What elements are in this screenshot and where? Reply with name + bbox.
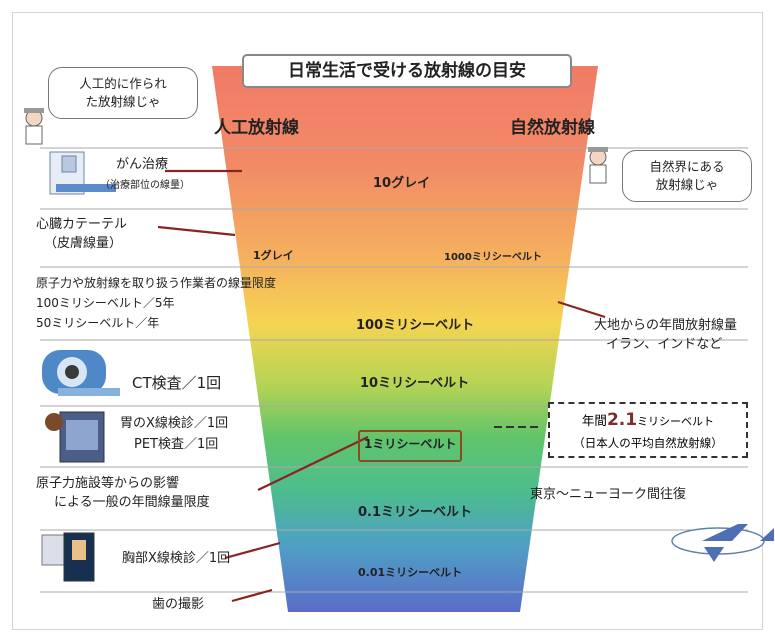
annual-average-box: 年間2.1ミリシーベルト （日本人の平均自然放射線） <box>548 402 748 458</box>
artificial-bubble-line2: た放射線じゃ <box>85 94 161 109</box>
cancer-therapy-sub: （治療部位の線量） <box>100 180 190 191</box>
earth-radiation-label: 大地からの年間放射線量 <box>594 318 738 333</box>
stomach-xray-icon <box>45 411 105 463</box>
professor-icon-left <box>24 108 44 145</box>
dose-0-1-msv: 0.1ミリシーベルト <box>358 505 473 520</box>
facility-limit-line2: による一般の年間線量限度 <box>54 495 210 510</box>
worker-limit-yr: 50ミリシーベルト／年 <box>36 316 160 330</box>
worker-limit-label: 原子力や放射線を取り扱う作業者の線量限度 <box>36 276 277 290</box>
stomach-xray-label: 胃のX線検診／1回 <box>120 416 229 431</box>
pet-label: PET検査／1回 <box>134 437 219 452</box>
earth-radiation-sub: イラン、インドなど <box>606 337 723 352</box>
artificial-bubble: 人工的に作られた放射線じゃ <box>48 67 198 119</box>
natural-bubble: 自然界にある放射線じゃ <box>622 150 752 202</box>
natural-header: 自然放射線 <box>510 118 595 138</box>
ct-label: CT検査／1回 <box>132 374 222 392</box>
dose-1-msv-box <box>358 430 462 462</box>
dose-100-msv: 100ミリシーベルト <box>356 318 475 333</box>
flight-label: 東京〜ニューヨーク間往復 <box>530 487 687 502</box>
annual-prefix: 年間 <box>581 413 607 428</box>
dose-10-msv: 10ミリシーベルト <box>360 376 470 391</box>
leader-lines <box>157 169 606 603</box>
worker-limit-5yr: 100ミリシーベルト／5年 <box>36 296 175 310</box>
cancer-therapy-label: がん治療 <box>116 157 169 172</box>
artificial-header: 人工放射線 <box>214 118 299 138</box>
annual-sub: （日本人の平均自然放射線） <box>573 435 723 450</box>
dose-funnel <box>212 66 598 612</box>
dental-label: 歯の撮影 <box>152 597 205 612</box>
dose-0-01-msv: 0.01ミリシーベルト <box>358 566 463 579</box>
ct-scanner-icon <box>42 350 120 396</box>
catheter-label: 心臓カテーテル <box>36 217 128 232</box>
natural-bubble-line2: 放射線じゃ <box>655 177 719 192</box>
natural-bubble-line1: 自然界にある <box>649 158 725 174</box>
airplane-icon <box>671 524 774 562</box>
artificial-bubble-line1: 人工的に作られ <box>79 75 167 91</box>
diagram-title: 日常生活で受ける放射線の目安 <box>242 54 572 88</box>
dose-10-gray: 10グレイ <box>373 176 431 191</box>
facility-limit-line1: 原子力施設等からの影響 <box>36 476 180 491</box>
dose-1000-msv: 1000ミリシーベルト <box>444 252 542 263</box>
professor-icon-right <box>588 147 608 184</box>
dose-1-gray: 1グレイ <box>253 249 294 262</box>
catheter-sub: （皮膚線量） <box>44 236 123 251</box>
annual-value: 2.1 <box>606 410 638 430</box>
radiotherapy-icon <box>49 151 116 195</box>
dose-1-msv: 1ミリシーベルト <box>364 437 457 451</box>
band-separators <box>40 147 748 593</box>
chest-xray-label: 胸部X線検診／1回 <box>122 551 231 566</box>
annual-unit: ミリシーベルト <box>637 415 715 428</box>
chest-xray-icon <box>41 532 95 582</box>
